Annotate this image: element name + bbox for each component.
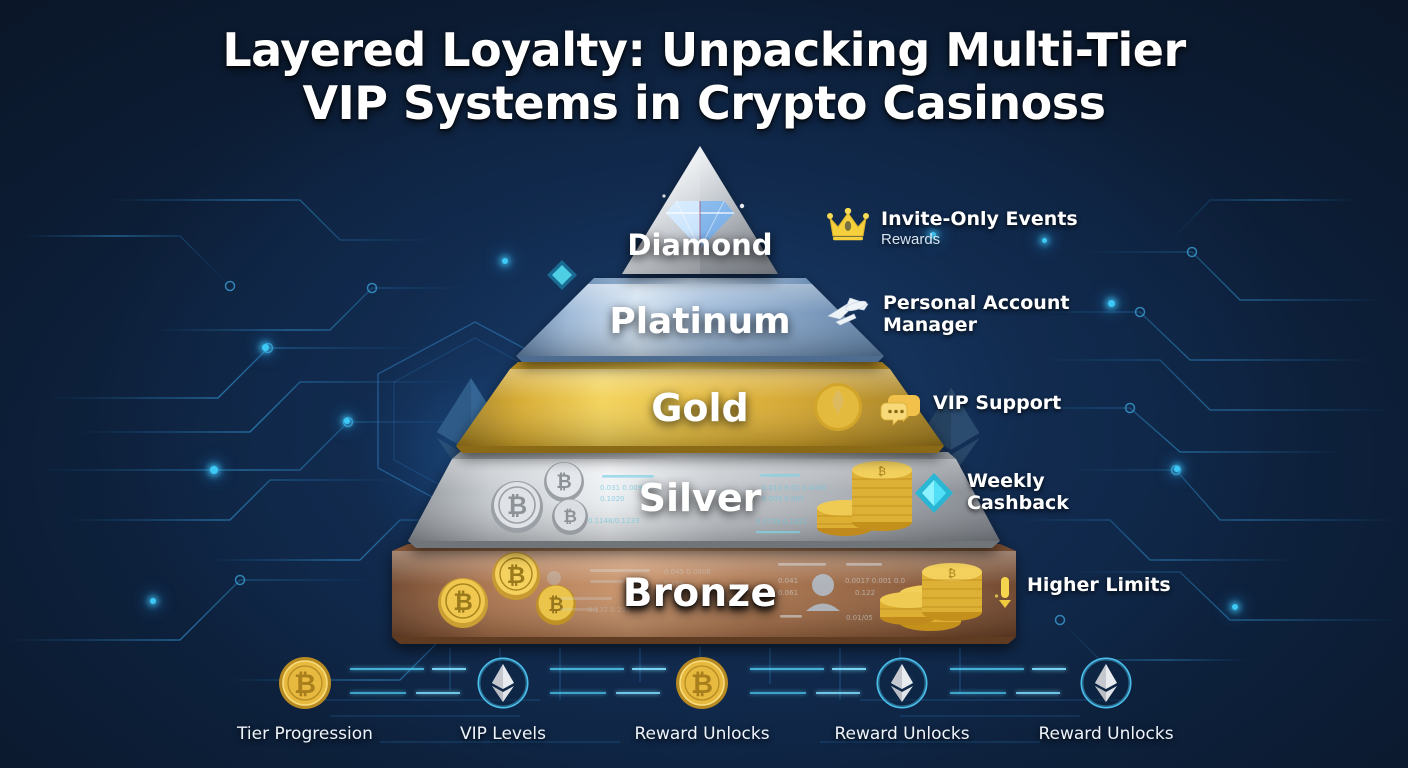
svg-text:₿: ₿ — [878, 465, 886, 478]
svg-text:0.031 0.00987: 0.031 0.00987 — [600, 484, 651, 492]
svg-text:0.003 0.007: 0.003 0.007 — [762, 495, 804, 503]
svg-text:₿: ₿ — [507, 491, 527, 520]
svg-text:0.0739 0.1921: 0.0739 0.1921 — [756, 518, 807, 526]
svg-text:₿: ₿ — [548, 594, 563, 616]
tier-bronze[interactable]: ₿ ₿ ₿ 0.045 0.0008 0.199 0.132 0.203 — [392, 544, 1016, 644]
svg-text:0.061: 0.061 — [778, 589, 798, 597]
cyan-diamond-watermark-icon — [547, 260, 577, 290]
circuit-node-dot — [930, 232, 936, 238]
circuit-node-dot — [150, 598, 156, 604]
circuit-node-dot — [1232, 604, 1238, 610]
crown-icon — [827, 208, 869, 241]
svg-text:₿: ₿ — [556, 471, 571, 493]
data-strip-decor: 0.045 0.0008 0.199 0.132 0.203 — [547, 568, 711, 614]
annotation-label-diamond: Invite-Only Events — [881, 208, 1078, 230]
svg-text:₿: ₿ — [453, 588, 473, 616]
limit-arrow-icon — [994, 577, 1011, 608]
circuit-node-dot — [502, 258, 508, 264]
annotation-diamond[interactable]: Invite-Only Events Rewards — [826, 208, 1078, 248]
annotation-label-silver: Weekly Cashback — [967, 470, 1069, 515]
bitcoin-icon: ₿ — [279, 657, 331, 709]
silver-bitcoin-coin-cluster-icon: ₿ ₿ ₿ — [491, 462, 588, 535]
account-user-icon — [806, 574, 840, 611]
airplane-icon — [827, 297, 869, 326]
svg-text:0.122: 0.122 — [855, 589, 875, 597]
svg-text:0.045 0.0008: 0.045 0.0008 — [664, 568, 711, 576]
svg-text:0.010 0.01 0.4000: 0.010 0.01 0.4000 — [762, 484, 827, 492]
circuit-node-dot — [210, 466, 218, 474]
page-title: Layered Loyalty: Unpacking Multi-Tier VI… — [0, 24, 1408, 130]
svg-text:₿: ₿ — [507, 563, 526, 589]
tier-label-silver: Silver — [639, 476, 762, 520]
svg-text:0.041: 0.041 — [778, 577, 798, 585]
circuit-node-dot — [344, 418, 350, 424]
ethereum-icon — [876, 657, 928, 709]
bitcoin-icon: ₿ — [676, 657, 728, 709]
diamond-gem-icon — [666, 200, 734, 250]
annotation-bronze[interactable]: Higher Limits — [994, 574, 1171, 612]
annotation-label-platinum: Personal Account Manager — [883, 292, 1070, 337]
svg-text:0.132 0.203: 0.132 0.203 — [588, 606, 630, 614]
data-strip-decor: 0.031 0.00987 0.1020 0.1148/0.1233 0.010… — [588, 474, 827, 534]
bitcoin-coin-cluster-icon: ₿ ₿ ₿ — [438, 552, 576, 628]
flow-label-1: Tier Progression — [237, 724, 373, 744]
annotation-platinum[interactable]: Personal Account Manager — [824, 292, 1069, 337]
gold-emblem-icon — [814, 383, 862, 431]
tier-label-diamond: Diamond — [627, 228, 772, 262]
annotation-sublabel-diamond: Rewards — [881, 231, 941, 249]
ethereum-watermark-icon — [437, 378, 505, 486]
ethereum-icon — [1080, 657, 1132, 709]
svg-text:₿: ₿ — [948, 567, 956, 580]
flow-label-5: Reward Unlocks — [1038, 724, 1174, 744]
svg-text:0.199: 0.199 — [664, 580, 684, 588]
circuit-node-dot — [1042, 238, 1047, 243]
tier-label-gold: Gold — [651, 386, 749, 430]
flow-label-3: Reward Unlocks — [634, 724, 770, 744]
data-strip-decor: 0.041 0.0017 0.001 0.0 0.061 0.122 0.01/… — [778, 563, 905, 622]
tier-label-bronze: Bronze — [623, 571, 777, 616]
flow-label-4: Reward Unlocks — [834, 724, 970, 744]
circuit-node-dot — [262, 344, 269, 351]
circuit-node-dot — [1174, 466, 1180, 472]
ethereum-icon — [477, 657, 529, 709]
cyan-diamond-icon — [915, 473, 953, 513]
flow-label-2: VIP Levels — [459, 724, 547, 744]
hex-frame-decor — [377, 321, 573, 521]
tier-diamond[interactable] — [622, 146, 778, 274]
title-line-1: Layered Loyalty: Unpacking Multi-Tier — [222, 23, 1186, 77]
svg-text:0.1148/0.1233: 0.1148/0.1233 — [588, 517, 639, 525]
chat-bubbles-icon — [880, 395, 920, 426]
svg-text:0.1020: 0.1020 — [600, 495, 625, 503]
progression-flow: ₿ Tier Progression VIP Levels — [0, 638, 1408, 768]
circuit-node-dot — [1108, 300, 1115, 307]
annotation-silver[interactable]: Weekly Cashback — [912, 470, 1069, 516]
svg-text:0.01/05: 0.01/05 — [846, 614, 873, 622]
tier-gold[interactable] — [456, 362, 944, 453]
annotation-label-gold: VIP Support — [933, 392, 1062, 414]
tier-label-platinum: Platinum — [609, 301, 790, 342]
title-line-2: VIP Systems in Crypto Casinoss — [302, 75, 1106, 130]
svg-text:₿: ₿ — [691, 669, 713, 700]
svg-text:₿: ₿ — [294, 669, 316, 700]
annotation-label-bronze: Higher Limits — [1027, 574, 1171, 596]
svg-text:₿: ₿ — [563, 507, 577, 527]
gold-coin-stack-icon: ₿ — [880, 563, 982, 631]
gold-coin-stack-icon: ₿ — [817, 461, 912, 536]
annotation-gold[interactable]: VIP Support — [880, 392, 1061, 426]
svg-text:0.0017 0.001 0.0: 0.0017 0.001 0.0 — [845, 577, 905, 585]
hex-glow — [350, 330, 600, 580]
